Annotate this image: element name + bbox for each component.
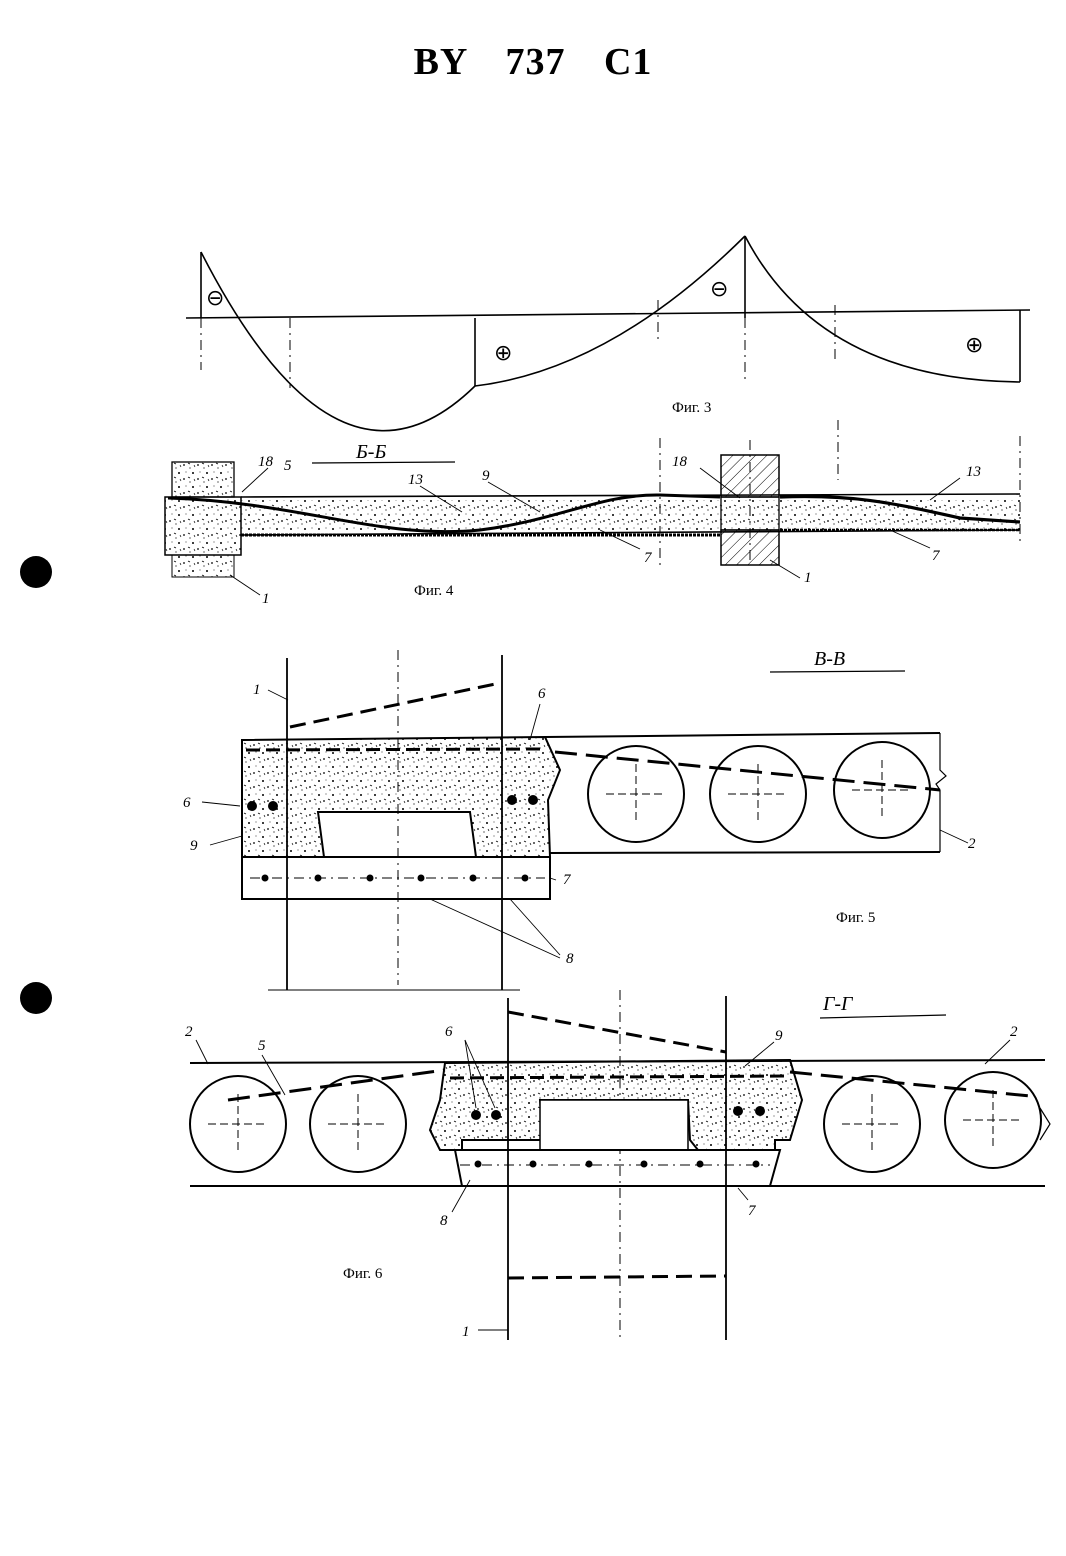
fig3-sign-minus-2: ⊖ [710,277,728,302]
fig5-label-4: 9 [190,838,198,854]
fig3-caption: Фиг. 3 [672,400,711,416]
fig5-label-1: 1 [253,682,261,698]
fig3-baseline [186,310,1030,318]
fig4-label-6: 1 [262,591,270,607]
fig3-sign-plus-2: ⊕ [965,333,983,358]
fig4-label-7: 18 [672,454,688,470]
fig6-section-label: Г-Г [822,993,854,1015]
punch-hole-1 [20,556,52,588]
fig4-caption: Фиг. 4 [414,583,454,599]
fig4-label-9: 7 [932,548,941,564]
fig5-label-6: 8 [566,951,574,967]
fig5-label-5: 7 [563,872,572,888]
fig6-label-5: 2 [1010,1024,1018,1040]
fig3-sign-minus-1: ⊖ [206,286,224,311]
fig6-label-6: 8 [440,1213,448,1229]
fig5-caption: Фиг. 5 [836,910,875,926]
fig4-section-label: Б-Б [355,441,386,463]
fig6-label-2: 5 [258,1038,266,1054]
fig6-label-3: 6 [445,1024,453,1040]
punch-hole-2 [20,982,52,1014]
fig3-moment-diagram [186,236,1030,431]
fig6-label-8: 1 [462,1324,470,1340]
fig4-label-8: 13 [966,464,981,480]
fig6-label-7: 7 [748,1203,757,1219]
fig6-crossbar [455,1150,780,1186]
fig3-curve-3 [745,236,1020,382]
fig3-curve-2 [475,236,745,386]
fig6-label-1: 2 [185,1024,193,1040]
fig3-sign-plus-1: ⊕ [494,341,512,366]
fig6-caption: Фиг. 6 [343,1266,383,1282]
fig4-label-2: 5 [284,458,292,474]
fig6-label-4: 9 [775,1028,783,1044]
fig4-label-10: 1 [804,570,812,586]
fig4-label-4: 9 [482,468,490,484]
fig5-section-label: В-В [814,648,845,670]
fig5-slab-bottom [550,852,940,853]
fig5-section [202,650,968,990]
fig5-label-7: 2 [968,836,976,852]
fig5-label-3: 6 [183,795,191,811]
fig4-label-3: 13 [408,472,423,488]
fig4-label-1: 18 [258,454,274,470]
fig5-label-2: 6 [538,686,546,702]
fig4-label-5: 7 [644,550,653,566]
fig3-curve-1 [201,252,475,431]
fig6-section [190,990,1050,1340]
fig5-slab-top [545,733,940,737]
fig4-section [165,420,1020,595]
